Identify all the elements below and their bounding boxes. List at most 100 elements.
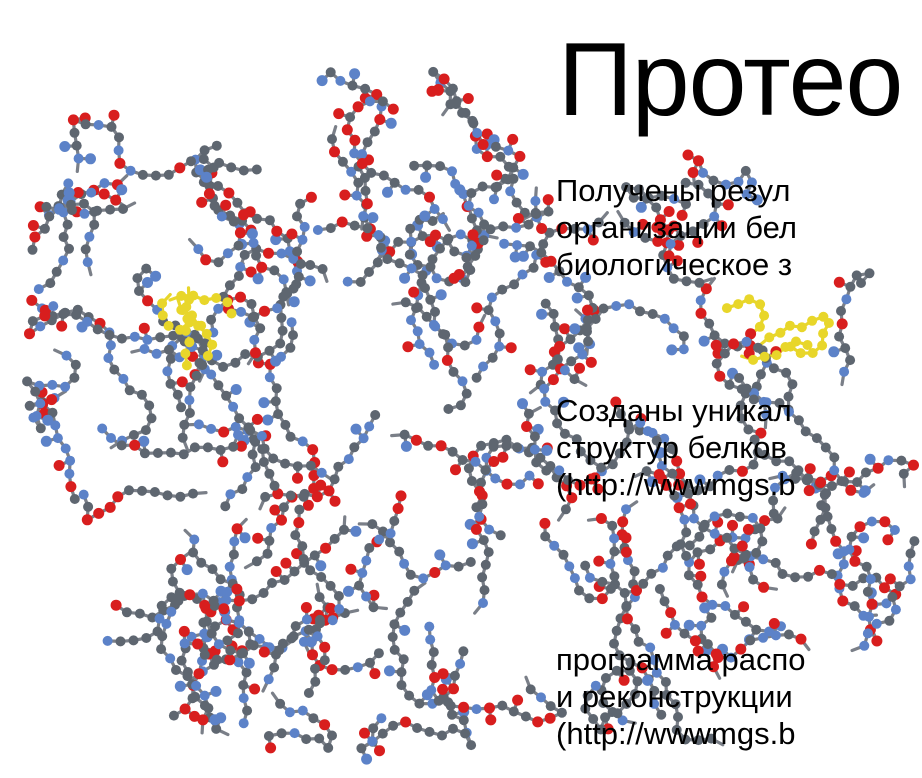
atom — [157, 310, 168, 321]
atom — [364, 267, 374, 277]
atom — [364, 543, 375, 553]
atom — [660, 677, 671, 687]
atom — [666, 344, 678, 356]
atom — [64, 243, 74, 254]
atom — [186, 156, 196, 167]
atom — [896, 455, 907, 466]
atom — [651, 202, 662, 213]
atom — [734, 373, 745, 383]
atom — [109, 364, 120, 375]
atom — [134, 286, 144, 296]
atom — [116, 184, 128, 196]
atom — [663, 206, 675, 217]
atom — [78, 489, 89, 500]
atom — [687, 167, 699, 178]
atom — [247, 312, 258, 323]
atom — [621, 613, 633, 625]
atom — [803, 571, 814, 582]
atom — [689, 635, 701, 647]
atom — [615, 409, 626, 419]
atom — [619, 588, 630, 598]
atom — [583, 290, 594, 301]
atom — [729, 609, 740, 620]
atom — [742, 523, 754, 535]
atom — [696, 591, 708, 603]
atom — [340, 664, 351, 675]
atom — [768, 363, 779, 374]
atom — [192, 638, 204, 650]
atom — [356, 743, 367, 754]
atom — [176, 655, 187, 666]
atom — [316, 75, 328, 87]
atom — [404, 249, 415, 260]
atom — [681, 527, 692, 538]
atom — [694, 277, 705, 288]
atom — [489, 194, 499, 205]
atom — [29, 231, 41, 243]
atom — [228, 549, 239, 560]
atom — [651, 667, 662, 678]
paragraph-line: структур белков — [556, 430, 787, 465]
atom — [334, 604, 345, 614]
atom — [187, 310, 197, 321]
atom — [425, 634, 436, 645]
atom — [426, 685, 437, 696]
atom — [65, 455, 76, 466]
atom — [115, 636, 126, 647]
atom — [845, 355, 856, 366]
atom — [758, 554, 769, 565]
atom — [665, 239, 676, 249]
atom — [466, 213, 477, 224]
atom — [150, 170, 161, 181]
atom — [207, 339, 218, 350]
atom — [609, 533, 620, 544]
atom — [142, 277, 153, 288]
atom — [161, 618, 172, 629]
atom — [610, 396, 622, 408]
atom — [289, 728, 300, 739]
atom — [654, 214, 666, 226]
atom — [454, 184, 466, 196]
atom — [470, 523, 482, 535]
atom — [142, 334, 153, 345]
atom — [630, 689, 640, 699]
atom — [377, 96, 388, 107]
atom — [369, 668, 381, 680]
atom — [596, 462, 607, 473]
atom — [385, 117, 397, 129]
atom — [298, 554, 309, 564]
atom — [478, 535, 489, 546]
atom — [275, 338, 286, 349]
atom — [215, 585, 227, 597]
atom — [833, 276, 845, 288]
atom — [103, 353, 114, 363]
atom — [681, 276, 692, 287]
atom — [234, 227, 246, 239]
atom — [569, 323, 581, 335]
atom — [258, 588, 269, 598]
atom — [646, 568, 657, 579]
atom — [669, 490, 680, 501]
atom — [472, 128, 483, 138]
atom — [619, 217, 630, 228]
atom — [396, 667, 407, 678]
atom — [872, 462, 884, 474]
atom — [218, 426, 230, 438]
atom — [593, 555, 605, 567]
atom — [276, 312, 287, 323]
atom — [329, 474, 340, 485]
atom — [637, 218, 649, 230]
atom — [60, 381, 71, 392]
atom — [544, 227, 555, 238]
atom — [216, 211, 227, 222]
atom — [63, 178, 74, 189]
atom — [624, 424, 635, 435]
atom — [124, 385, 135, 396]
atom — [656, 224, 668, 236]
atom — [327, 134, 337, 145]
atom — [755, 523, 766, 534]
atom — [250, 462, 261, 473]
atom — [634, 184, 644, 195]
atom — [292, 211, 302, 222]
atom — [396, 680, 407, 691]
